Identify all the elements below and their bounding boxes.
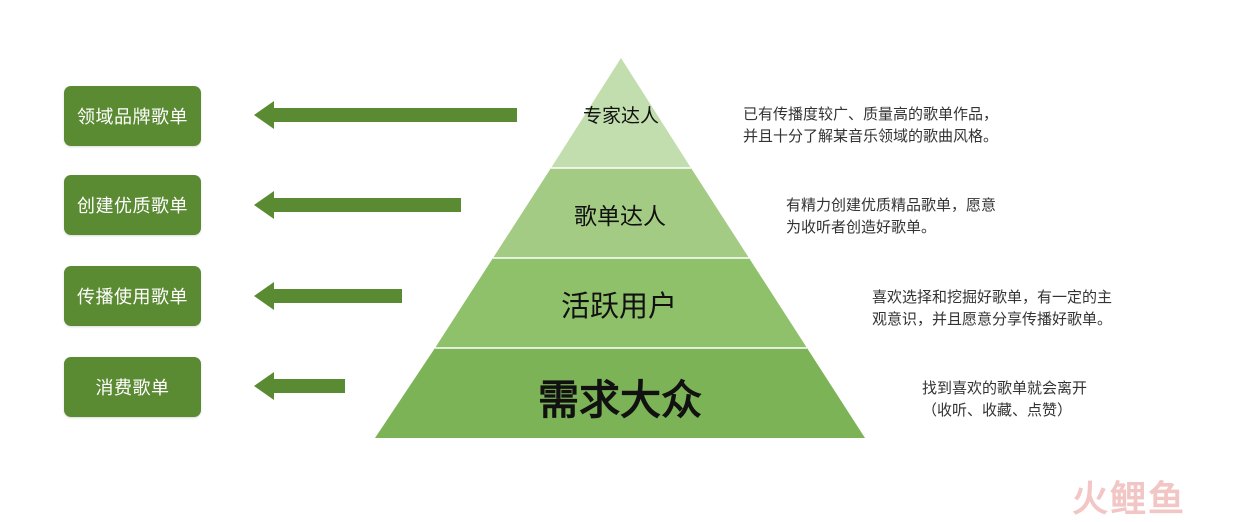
watermark-logo: 火鲤鱼 xyxy=(1072,479,1187,520)
role-box-consume-playlist: 消费歌单 xyxy=(64,357,201,417)
pyramid-tier-2 xyxy=(493,168,749,258)
tier-label-general-public: 需求大众 xyxy=(538,376,702,424)
description-active-user: 喜欢选择和挖掘好歌单，有一定的主 观意识，并且愿意分享传播好歌单。 xyxy=(872,286,1112,330)
arrow-2 xyxy=(254,191,461,219)
role-box-create-playlist: 创建优质歌单 xyxy=(64,175,201,235)
description-playlist-master: 有精力创建优质精品歌单，愿意 为收听者创造好歌单。 xyxy=(786,194,996,238)
role-box-share-playlist: 传播使用歌单 xyxy=(64,266,201,326)
pyramid-tier-4 xyxy=(375,348,865,438)
description-expert: 已有传播度较广、质量高的歌单作品， 并且十分了解某音乐领域的歌曲风格。 xyxy=(743,103,998,147)
description-line: 观意识，并且愿意分享传播好歌单。 xyxy=(872,310,1113,328)
pyramid-tier-1 xyxy=(551,58,691,168)
description-line: 并且十分了解某音乐领域的歌曲风格。 xyxy=(743,127,999,145)
description-line: 有精力创建优质精品歌单，愿意 xyxy=(786,196,997,214)
pyramid-tier-3 xyxy=(435,258,807,348)
arrow-1 xyxy=(254,101,517,129)
arrow-3 xyxy=(254,282,402,310)
role-box-brand-playlist: 领域品牌歌单 xyxy=(64,86,201,146)
description-line: 喜欢选择和挖掘好歌单，有一定的主 xyxy=(872,288,1113,306)
description-line: （收听、收藏、点赞） xyxy=(922,401,1073,419)
tier-label-active-user: 活跃用户 xyxy=(560,289,678,323)
description-line: 找到喜欢的歌单就会离开 xyxy=(922,379,1088,397)
description-line: 为收听者创造好歌单。 xyxy=(786,218,937,236)
description-line: 已有传播度较广、质量高的歌单作品， xyxy=(743,105,999,123)
description-general-public: 找到喜欢的歌单就会离开 （收听、收藏、点赞） xyxy=(922,377,1087,421)
tier-label-playlist-master: 歌单达人 xyxy=(574,204,666,230)
arrow-4 xyxy=(254,372,345,400)
tier-label-expert: 专家达人 xyxy=(582,105,660,127)
